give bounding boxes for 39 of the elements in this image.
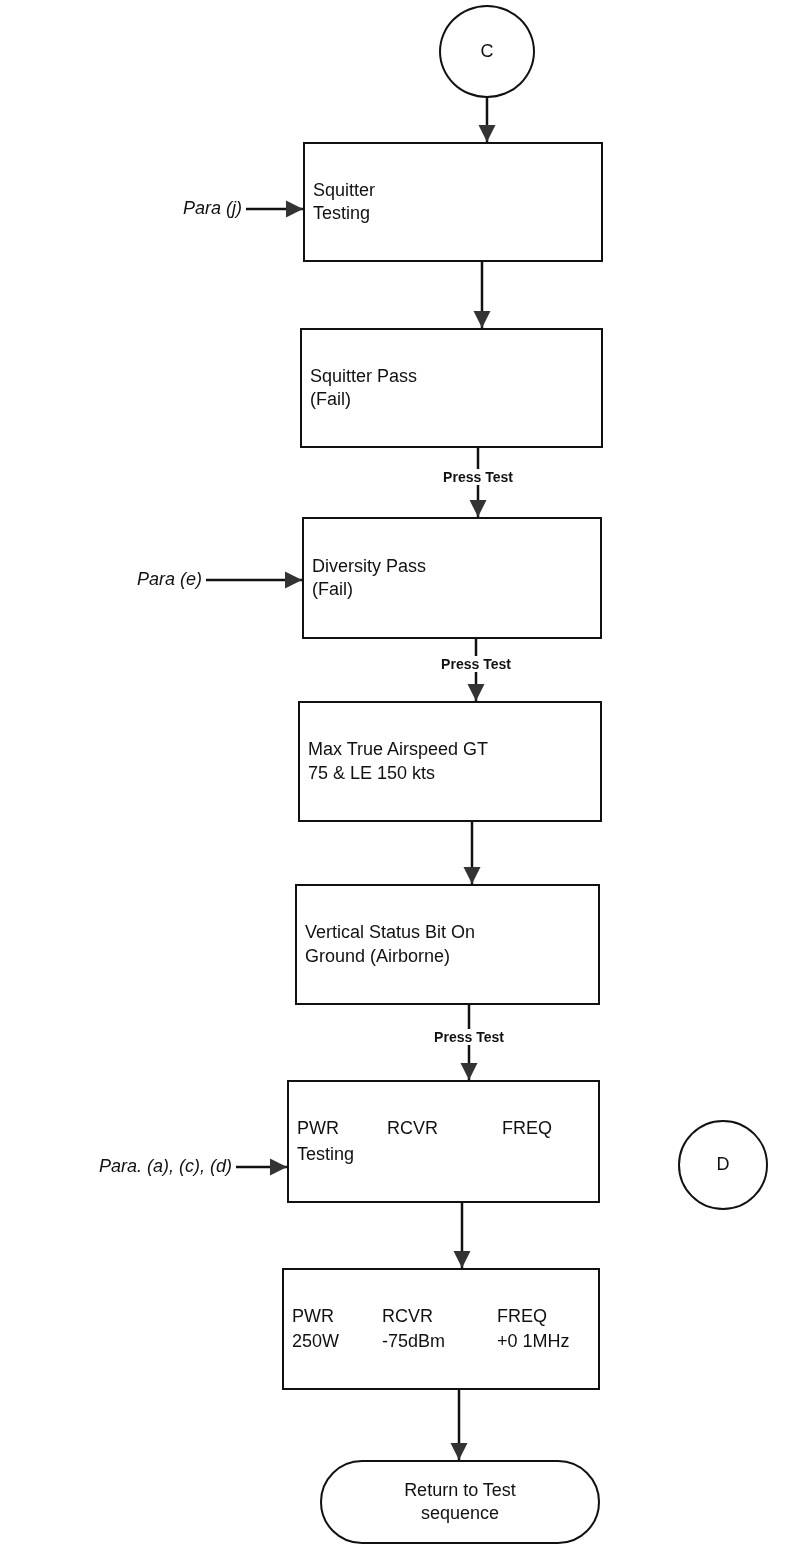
reference-text: Para. (a), (c), (d) (99, 1155, 232, 1179)
node-text: PWR (297, 1117, 340, 1141)
node-text: Testing (297, 1142, 356, 1166)
arrow (473, 262, 491, 328)
node-text: Return to Test sequence (403, 1478, 517, 1525)
process-box (302, 517, 602, 639)
process-box (282, 1268, 600, 1390)
node-text: +0 1MHz (497, 1330, 571, 1353)
node-text: FREQ (502, 1117, 553, 1141)
node-text: PWR (292, 1304, 335, 1328)
arrow (246, 200, 303, 218)
node-text: Diversity Pass (Fail) (312, 554, 427, 601)
arrow (453, 1203, 471, 1268)
node-text: Squitter Testing (313, 178, 377, 225)
node-text: FREQ (497, 1304, 548, 1328)
process-box (303, 142, 603, 262)
arrow (478, 98, 496, 142)
edge-label: Press Test (438, 656, 514, 672)
process-box (300, 328, 603, 448)
node-text: C (480, 39, 494, 63)
process-box (295, 884, 600, 1005)
edge-label: Press Test (440, 468, 516, 485)
process-box (298, 701, 602, 822)
arrow (450, 1390, 468, 1460)
edge-label: Press Test (431, 1028, 507, 1045)
node-text: Squitter Pass (Fail) (310, 364, 419, 411)
process-box (287, 1080, 600, 1203)
reference-text: Para (j) (183, 197, 242, 221)
arrow (463, 822, 481, 884)
node-text: RCVR (387, 1117, 439, 1141)
node-text: RCVR (382, 1304, 434, 1328)
node-text: Max True Airspeed GT 75 & LE 150 kts (308, 738, 489, 785)
node-text: 250W (292, 1330, 341, 1353)
arrow (206, 571, 302, 589)
node-text: D (716, 1153, 730, 1177)
node-text: Vertical Status Bit On Ground (Airborne) (305, 921, 477, 968)
arrow (236, 1158, 287, 1176)
reference-text: Para (e) (136, 568, 202, 592)
node-text: -75dBm (382, 1330, 447, 1353)
